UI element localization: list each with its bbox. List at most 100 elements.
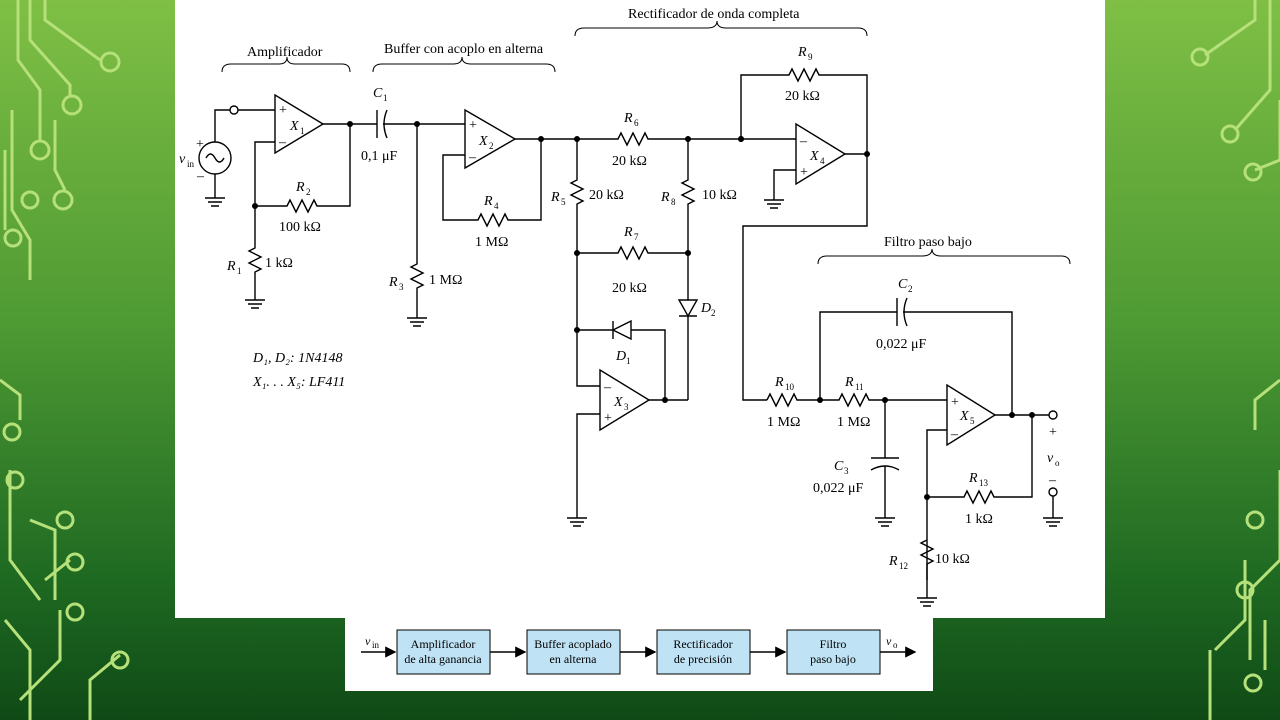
r4-sub: 4 <box>494 201 499 211</box>
r8-sub: 8 <box>671 197 676 207</box>
svg-text:+: + <box>800 165 808 180</box>
svg-text:+: + <box>604 411 612 426</box>
d1-label: D <box>615 349 626 364</box>
r12-label: R <box>888 554 898 569</box>
c1-label: C <box>373 86 383 101</box>
r6-value: 20 kΩ <box>612 154 647 169</box>
vin-sub: in <box>187 159 195 169</box>
r6-label: R <box>623 111 633 126</box>
x3-label: X <box>613 395 623 410</box>
r1-value: 1 kΩ <box>265 256 293 271</box>
r5-sub: 5 <box>561 197 566 207</box>
c1-value: 0,1 μF <box>361 149 398 164</box>
x1-label: X <box>289 119 299 134</box>
r8-label: R <box>660 190 670 205</box>
brace-amplifier <box>221 56 351 73</box>
circuit-decoration-right <box>1190 0 1280 720</box>
r10-value: 1 MΩ <box>767 415 800 430</box>
x5-sub: 5 <box>970 416 975 426</box>
r4-value: 1 MΩ <box>475 235 508 250</box>
c2-sub: 2 <box>908 284 913 294</box>
block-output-label: v <box>886 634 892 648</box>
schematic: Amplificador Buffer con acoplo en altern… <box>179 7 1071 607</box>
resistor-r13 <box>927 415 1033 505</box>
opamp-x1 <box>274 93 325 155</box>
c3-value: 0,022 μF <box>813 481 864 496</box>
c1-sub: 1 <box>383 93 388 103</box>
sine-icon <box>205 153 225 163</box>
r4-label: R <box>483 194 493 209</box>
header-buffer: Buffer con acoplo en alterna <box>384 42 544 57</box>
x2-label: X <box>478 134 488 149</box>
vo-sub: o <box>1055 458 1060 468</box>
r13-value: 1 kΩ <box>965 512 993 527</box>
header-rectifier: Rectificador de onda completa <box>628 7 800 22</box>
r1-sub: 1 <box>237 266 242 276</box>
resistor-r5 <box>569 139 585 253</box>
ground-icon <box>407 317 427 327</box>
ground-icon <box>205 197 225 207</box>
ground-icon <box>764 199 784 209</box>
c3-sub: 3 <box>844 466 849 476</box>
block-output-sub: o <box>893 640 898 650</box>
c2-value: 0,022 μF <box>876 337 927 352</box>
header-filter: Filtro paso bajo <box>884 235 972 250</box>
circuit-decoration-left <box>0 0 130 720</box>
opamp-note: X₁. . . X₅: LF411 <box>252 375 345 390</box>
diode-d1 <box>611 319 632 341</box>
svg-text:–: – <box>950 427 959 442</box>
block-rectifier-line2: de precisión <box>674 652 732 666</box>
svg-text:+: + <box>279 103 287 118</box>
r10-label: R <box>774 375 784 390</box>
vin-label: v <box>179 152 186 167</box>
header-amplifier: Amplificador <box>247 45 323 60</box>
r12-value: 10 kΩ <box>935 552 970 567</box>
block-diagram: v in Amplificador de alta ganancia Buffe… <box>345 618 933 691</box>
r3-value: 1 MΩ <box>429 273 462 288</box>
x4-label: X <box>809 149 819 164</box>
d1-sub: 1 <box>626 356 631 366</box>
c3-label: C <box>834 459 844 474</box>
svg-text:–: – <box>278 135 287 150</box>
x5-label: X <box>959 409 969 424</box>
block-buffer-line1: Buffer acoplado <box>534 637 611 651</box>
x4-sub: 4 <box>820 156 825 166</box>
svg-text:+: + <box>951 395 959 410</box>
r13-sub: 13 <box>979 478 989 488</box>
vo-ground-terminal <box>1048 487 1058 497</box>
r12-sub: 12 <box>899 561 908 571</box>
resistor-r11 <box>820 392 885 408</box>
r5-value: 20 kΩ <box>589 188 624 203</box>
x1-sub: 1 <box>300 126 305 136</box>
d2-sub: 2 <box>711 308 716 318</box>
r9-value: 20 kΩ <box>785 89 820 104</box>
r7-label: R <box>623 225 633 240</box>
opamp-x2 <box>464 108 517 170</box>
r11-value: 1 MΩ <box>837 415 870 430</box>
opamp-x3 <box>599 368 651 432</box>
r7-sub: 7 <box>634 232 639 242</box>
resistor-r6 <box>577 131 688 147</box>
opamp-x5 <box>946 383 997 447</box>
r10-sub: 10 <box>785 382 795 392</box>
block-amplifier <box>396 629 491 675</box>
schematic-panel: Amplificador Buffer con acoplo en altern… <box>175 0 1105 618</box>
block-input-sub: in <box>372 640 380 650</box>
opamp-x4 <box>795 122 847 186</box>
block-filter-line1: Filtro <box>820 637 847 651</box>
r3-label: R <box>388 275 398 290</box>
resistor-r4 <box>442 139 542 228</box>
resistor-r2 <box>255 124 351 214</box>
r3-sub: 3 <box>399 282 404 292</box>
block-input-label: v <box>365 634 371 648</box>
brace-filter <box>817 248 1071 265</box>
resistor-r1 <box>247 206 263 300</box>
r7-value: 20 kΩ <box>612 281 647 296</box>
ground-icon <box>245 299 265 309</box>
x3-sub: 3 <box>624 402 629 412</box>
block-rectifier-line1: Rectificador <box>673 637 732 651</box>
resistor-r9 <box>740 67 868 154</box>
d2-label: D <box>700 301 711 316</box>
r2-sub: 2 <box>306 187 311 197</box>
r9-label: R <box>797 45 807 60</box>
